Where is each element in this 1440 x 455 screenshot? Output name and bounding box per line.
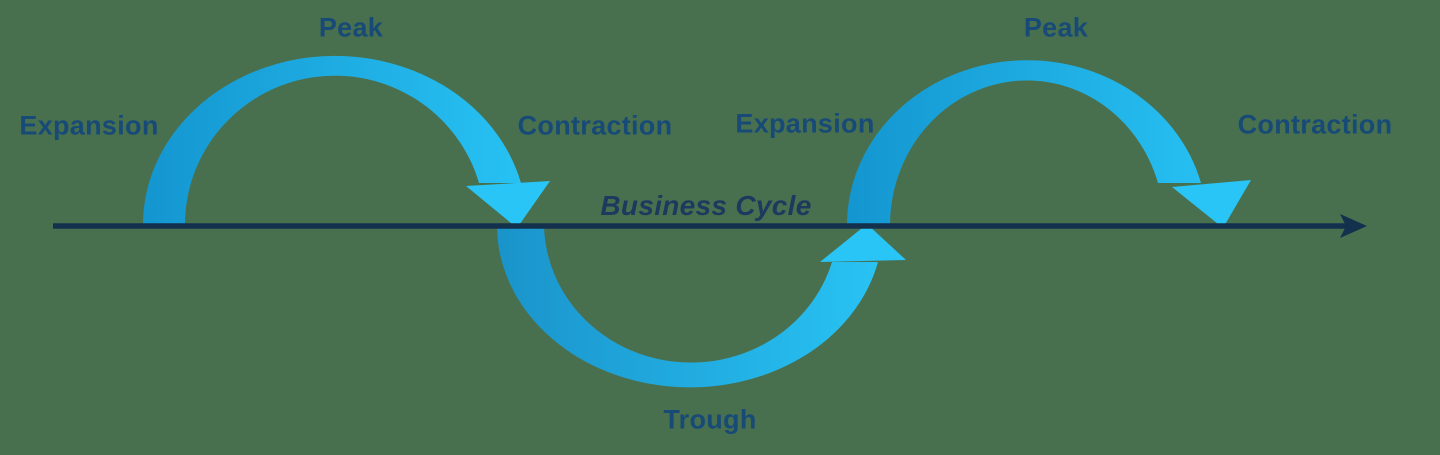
cycle1-arc-band — [142, 55, 521, 226]
cycle2-arc-band — [846, 60, 1201, 227]
cycle2-contraction-arrowhead-icon — [1172, 180, 1251, 228]
label-cycle1-peak: Peak — [318, 12, 384, 43]
trough-arc-band — [497, 226, 878, 388]
label-cycle2-expansion: Expansion — [735, 108, 875, 139]
cycle1-contraction-arrowhead-icon — [466, 181, 550, 228]
label-cycle2-contraction: Contraction — [1237, 109, 1393, 140]
time-axis-arrowhead-icon — [1340, 214, 1367, 238]
label-cycle1-contraction: Contraction — [517, 110, 673, 141]
label-trough: Trough — [663, 404, 757, 435]
label-cycle1-expansion: Expansion — [19, 110, 159, 141]
diagram-title: Business Cycle — [600, 190, 812, 221]
label-cycle2-peak: Peak — [1023, 12, 1089, 43]
trough-recovery-arrowhead-icon — [820, 224, 906, 262]
